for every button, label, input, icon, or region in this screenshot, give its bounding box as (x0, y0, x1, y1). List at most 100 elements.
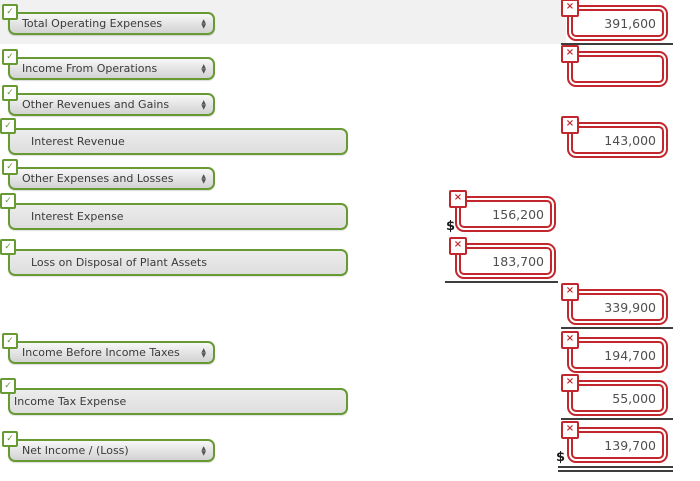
single-rule (561, 418, 673, 420)
close-icon[interactable]: × (561, 45, 579, 63)
checkbox-other-expenses-and-losses[interactable]: ✓ (2, 159, 18, 175)
stepper-up-icon: ▲ (201, 98, 206, 106)
stepper-down-icon: ▼ (201, 177, 206, 185)
account-row-loss-on-disposal: ✓ (0, 239, 348, 276)
close-icon[interactable]: × (561, 331, 579, 349)
close-icon[interactable]: × (561, 0, 579, 17)
double-rule-bottom (558, 470, 673, 472)
single-rule (445, 281, 558, 283)
amount-field-total-other: × (561, 283, 668, 325)
stepper-down-icon: ▼ (201, 67, 206, 75)
single-rule (561, 43, 673, 45)
checkbox-net-income-loss[interactable]: ✓ (2, 431, 18, 447)
amount-field-border (567, 380, 668, 416)
select-stepper-icon: ▲▼ (201, 346, 206, 359)
close-icon[interactable]: × (449, 237, 467, 255)
amount-field-income-from-operations: × (561, 45, 668, 87)
check-icon: ✓ (6, 87, 14, 98)
amount-field-income-tax-expense: × (561, 374, 668, 416)
amount-field-interest-expense: × (449, 190, 556, 232)
checkbox-interest-expense[interactable]: ✓ (0, 193, 16, 209)
check-icon: ✓ (6, 433, 14, 444)
check-icon: ✓ (6, 161, 14, 172)
amount-field-border (567, 5, 668, 41)
checkbox-income-from-operations[interactable]: ✓ (2, 49, 18, 65)
check-icon: ✓ (4, 380, 12, 391)
stepper-down-icon: ▼ (201, 22, 206, 30)
account-select-income-before-income-taxes[interactable]: ✓ Income Before Income Taxes ▲▼ (2, 333, 215, 364)
stepper-up-icon: ▲ (201, 172, 206, 180)
account-select-other-expenses-and-losses[interactable]: ✓ Other Expenses and Losses ▲▼ (2, 159, 215, 190)
account-input-loss-on-disposal[interactable] (8, 249, 348, 276)
stepper-down-icon: ▼ (201, 103, 206, 111)
account-select-income-from-operations[interactable]: ✓ Income From Operations ▲▼ (2, 49, 215, 80)
select-stepper-icon: ▲▼ (201, 17, 206, 30)
amount-field-border (567, 51, 668, 87)
account-input-interest-revenue[interactable] (8, 128, 348, 155)
select-value-label: Income Before Income Taxes (22, 346, 180, 359)
stepper-down-icon: ▼ (201, 351, 206, 359)
select-stepper-icon: ▲▼ (201, 98, 206, 111)
close-icon[interactable]: × (449, 190, 467, 208)
check-icon: ✓ (6, 51, 14, 62)
account-select-net-income-loss[interactable]: ✓ Net Income / (Loss) ▲▼ (2, 431, 215, 462)
account-row-income-tax-expense: ✓ (0, 378, 348, 415)
select-stepper-icon: ▲▼ (201, 444, 206, 456)
amount-input-income-tax-expense[interactable] (573, 386, 662, 410)
check-icon: ✓ (4, 120, 12, 131)
close-icon[interactable]: × (561, 374, 579, 392)
close-icon[interactable]: × (561, 283, 579, 301)
amount-field-border (567, 122, 668, 158)
checkbox-income-before-income-taxes[interactable]: ✓ (2, 333, 18, 349)
amount-input-interest-revenue[interactable] (573, 128, 662, 152)
amount-field-interest-revenue: × (561, 116, 668, 158)
stepper-up-icon: ▲ (201, 346, 206, 354)
account-input-income-tax-expense[interactable] (8, 388, 348, 415)
select-value-label: Other Expenses and Losses (22, 172, 174, 185)
amount-field-border (567, 289, 668, 325)
dollar-sign: $ (556, 450, 566, 465)
amount-input-interest-expense[interactable] (461, 202, 550, 226)
account-row-interest-expense: ✓ (0, 193, 348, 230)
amount-input-income-from-operations[interactable] (573, 57, 662, 81)
amount-input-loss-on-disposal[interactable] (461, 249, 550, 273)
dollar-sign: $ (446, 219, 456, 234)
check-icon: ✓ (6, 335, 14, 346)
select-stepper-icon: ▲▼ (201, 62, 206, 75)
select-value-label: Other Revenues and Gains (22, 98, 170, 111)
select-value-label: Total Operating Expenses (22, 17, 163, 30)
close-icon[interactable]: × (561, 421, 579, 439)
checkbox-total-operating-expenses[interactable]: ✓ (2, 4, 18, 20)
double-rule-top (558, 466, 673, 468)
amount-field-border (567, 427, 668, 463)
amount-field-total-operating-expenses: × (561, 0, 668, 41)
check-icon: ✓ (4, 241, 12, 252)
checkbox-interest-revenue[interactable]: ✓ (0, 118, 16, 134)
check-icon: ✓ (4, 195, 12, 206)
account-select-total-operating-expenses[interactable]: ✓ Total Operating Expenses ▲▼ (2, 4, 215, 35)
account-input-interest-expense[interactable] (8, 203, 348, 230)
close-icon[interactable]: × (561, 116, 579, 134)
account-select-other-revenues-and-gains[interactable]: ✓ Other Revenues and Gains ▲▼ (2, 85, 215, 116)
select-value-label: Income From Operations (22, 62, 158, 75)
select-value-label: Net Income / (Loss) (22, 444, 129, 457)
amount-input-total-operating-expenses[interactable] (573, 11, 662, 35)
stepper-up-icon: ▲ (201, 62, 206, 70)
amount-field-income-before-income-taxes: × (561, 331, 668, 373)
checkbox-income-tax-expense[interactable]: ✓ (0, 378, 16, 394)
amount-input-income-before-income-taxes[interactable] (573, 343, 662, 367)
amount-input-total-other[interactable] (573, 295, 662, 319)
stepper-up-icon: ▲ (201, 17, 206, 25)
account-row-interest-revenue: ✓ (0, 118, 348, 155)
select-stepper-icon: ▲▼ (201, 172, 206, 185)
amount-field-net-income-loss: × (561, 421, 668, 463)
check-icon: ✓ (6, 6, 14, 17)
amount-input-net-income-loss[interactable] (573, 433, 662, 457)
stepper-up-icon: ▲ (201, 444, 206, 452)
amount-field-border (455, 196, 556, 232)
single-rule (561, 327, 673, 329)
checkbox-loss-on-disposal[interactable]: ✓ (0, 239, 16, 255)
amount-field-border (455, 243, 556, 279)
checkbox-other-revenues-and-gains[interactable]: ✓ (2, 85, 18, 101)
